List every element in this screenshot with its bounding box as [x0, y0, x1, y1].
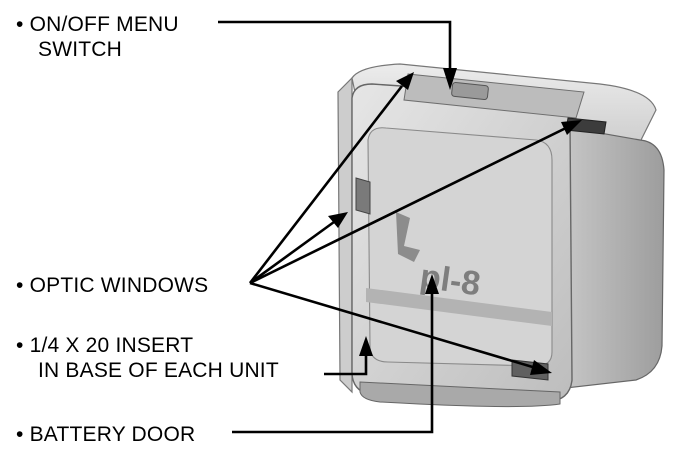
- callout-optic-bottom: [249, 281, 537, 370]
- logo-mark: [396, 212, 420, 262]
- on-off-menu-switch: [451, 81, 489, 101]
- device-logo-text: pl-8: [418, 257, 483, 303]
- callouts: [218, 20, 582, 434]
- label-insert-line1: • 1/4 X 20 INSERT: [16, 334, 194, 357]
- arrowhead-optic-top: [396, 72, 414, 90]
- arrowhead-optic-right: [561, 120, 582, 135]
- arrowhead-optic-front: [328, 212, 348, 228]
- label-insert: • 1/4 X 20 INSERT IN BASE OF EACH UNIT: [16, 333, 279, 383]
- label-optic-windows: • OPTIC WINDOWS: [16, 273, 208, 298]
- arrowhead-on-off: [443, 68, 457, 90]
- callout-optic-front: [249, 220, 335, 285]
- label-on-off-line2: SWITCH: [38, 38, 123, 61]
- arrowhead-optic-bottom: [530, 360, 552, 375]
- label-optic-windows-text: • OPTIC WINDOWS: [16, 274, 209, 297]
- label-battery-door: • BATTERY DOOR: [16, 422, 195, 447]
- callout-optic-top: [248, 85, 404, 284]
- label-on-off-line1: • ON/OFF MENU: [16, 13, 179, 36]
- arrowhead-insert: [359, 336, 373, 356]
- device-base: [359, 381, 561, 408]
- device-right-side: [559, 125, 665, 389]
- callout-insert-line: [324, 352, 368, 376]
- label-on-off-menu-switch: • ON/OFF MENU SWITCH: [16, 12, 179, 62]
- front-stripe: [366, 288, 552, 326]
- arrowhead-battery: [425, 274, 439, 294]
- callout-battery-line: [232, 290, 434, 434]
- callout-optic-right: [249, 126, 567, 285]
- laser-level-unit: pl-8: [337, 63, 665, 408]
- front-optic-window: [355, 177, 371, 215]
- label-insert-line2: IN BASE OF EACH UNIT: [38, 359, 279, 382]
- callout-on-off-line: [218, 20, 452, 74]
- device-front-panel: [367, 127, 553, 367]
- label-battery-door-text: • BATTERY DOOR: [16, 423, 196, 446]
